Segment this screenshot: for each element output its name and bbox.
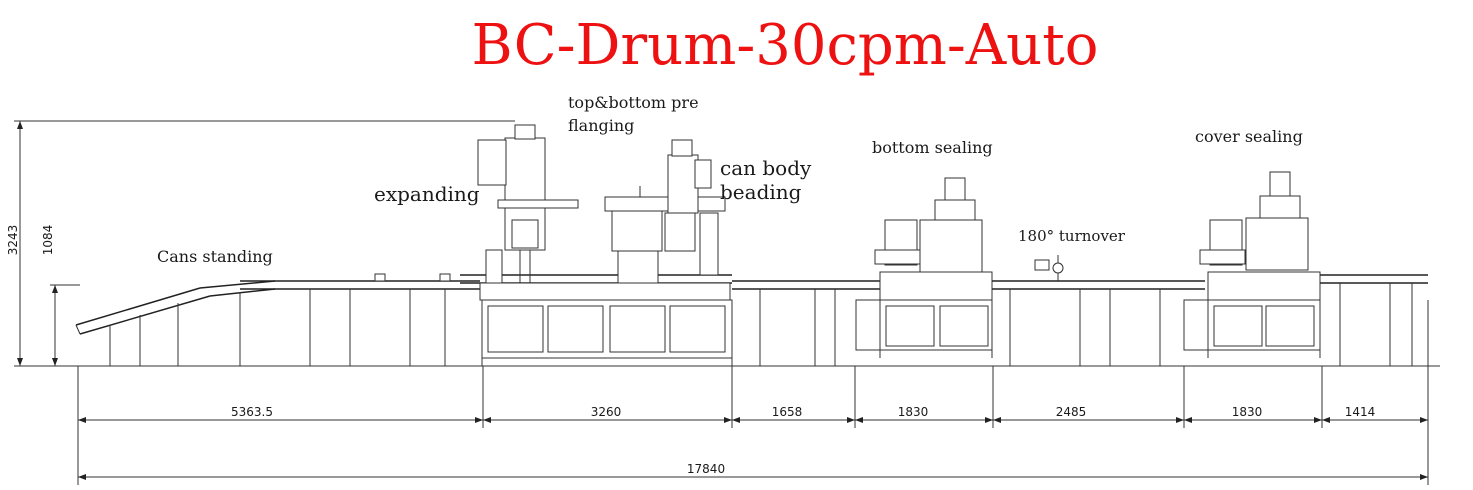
label-bottom-sealing: bottom sealing: [872, 138, 993, 157]
dim-seg7: 1414: [1345, 405, 1376, 419]
transfer-conveyor-1: [732, 280, 880, 366]
label-cans-standing: Cans standing: [157, 247, 273, 266]
label-expanding: expanding: [374, 182, 480, 206]
horizontal-dimensions: 5363.5 3260 1658 1830 2485 1830 1414 178…: [77, 300, 1429, 485]
dim-total: 17840: [687, 462, 725, 476]
label-top-bottom-line1: top&bottom pre: [568, 93, 699, 112]
bottom-sealing-machine: [855, 177, 993, 358]
label-can-body-line1: can body: [720, 156, 812, 180]
dim-seg6: 1830: [1232, 405, 1263, 419]
dim-seg1: 5363.5: [231, 405, 273, 419]
label-turnover: 180° turnover: [1018, 227, 1126, 245]
height-total-label: 3243: [6, 225, 20, 256]
dim-seg5: 2485: [1056, 405, 1087, 419]
height-dimensions: 3243 1084: [6, 120, 515, 367]
dim-seg4: 1830: [898, 405, 929, 419]
label-cover-sealing: cover sealing: [1195, 127, 1303, 146]
turnover-conveyor: [992, 255, 1205, 366]
infeed-conveyor: [240, 273, 480, 366]
label-can-body-line2: beading: [720, 180, 802, 204]
drawing-title: BC-Drum-30cpm-Auto: [472, 13, 1099, 78]
dim-seg3: 1658: [772, 405, 803, 419]
outfeed-conveyor: [1320, 274, 1428, 366]
expanding-machine: [477, 124, 579, 284]
cans-standing-conveyor: [75, 280, 276, 367]
height-conveyor-label: 1084: [41, 225, 55, 256]
flanging-beading-machine: [604, 139, 726, 284]
cover-sealing-machine: [1183, 171, 1321, 358]
dim-seg2: 3260: [591, 405, 622, 419]
label-top-bottom-line2: flanging: [568, 116, 634, 135]
main-machine-base: [460, 274, 733, 366]
